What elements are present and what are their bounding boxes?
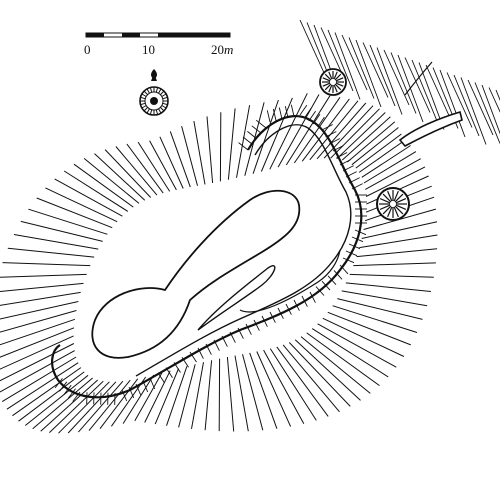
scale-unit: m xyxy=(224,42,234,57)
enclosure-bank-inner xyxy=(135,124,352,377)
round-barrow-north xyxy=(319,68,347,96)
scale-bar xyxy=(85,32,231,38)
inner-ditch xyxy=(239,249,341,313)
scale-label-20: 20m xyxy=(211,43,233,56)
compass-rose-icon xyxy=(139,69,169,116)
inner-ridge xyxy=(197,265,276,331)
slope-hachures xyxy=(0,19,500,434)
enclosure-bank-outline xyxy=(51,115,363,399)
scale-value-20: 20 xyxy=(211,42,224,57)
hollow-way xyxy=(398,110,463,148)
interior-platform xyxy=(91,189,301,359)
round-barrow-south xyxy=(376,187,410,221)
scale-label-0: 0 xyxy=(84,42,91,57)
gully-line xyxy=(404,61,433,96)
scale-label-10: 10 xyxy=(142,42,155,57)
